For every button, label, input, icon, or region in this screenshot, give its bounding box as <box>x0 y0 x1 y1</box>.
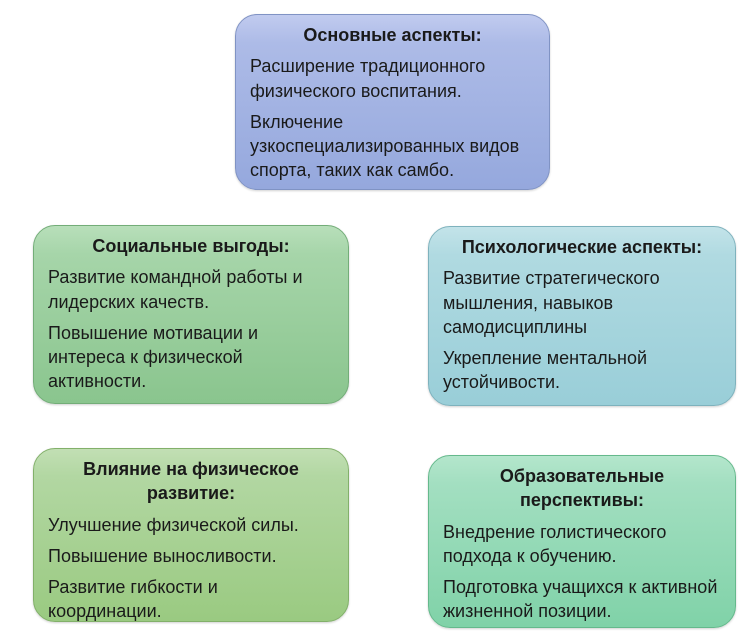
card-paragraph: Улучшение физической силы. <box>48 514 299 535</box>
card-paragraph: Развитие гибкости и координации. <box>48 577 218 622</box>
card-paragraph: Включение узкоспециализированных видов с… <box>250 111 520 181</box>
card-paragraph: Повышение выносливости. <box>48 545 277 566</box>
card-paragraph: Повышение мотивации и интереса к физичес… <box>48 322 259 392</box>
card-title: Влияние на физическое развитие: <box>83 459 299 504</box>
card-educational-perspectives: Образовательные перспективы: Внедрение г… <box>428 455 736 628</box>
card-paragraph: Развитие командной работы и лидерских ка… <box>48 267 303 312</box>
card-paragraph: Расширение традиционного физического вос… <box>250 56 486 101</box>
card-paragraph: Развитие стратегического мышления, навык… <box>443 268 660 337</box>
card-paragraph: Внедрение голистического подхода к обуче… <box>443 521 667 566</box>
card-paragraph: Подготовка учащихся к активной жизненной… <box>443 577 718 622</box>
card-title: Психологические аспекты: <box>461 237 703 257</box>
card-paragraph: Укрепление ментальной устойчивости. <box>443 348 648 393</box>
card-title: Основные аспекты: <box>303 25 482 45</box>
card-main-aspects: Основные аспекты: Расширение традиционно… <box>235 14 550 190</box>
card-physical-development: Влияние на физическое развитие: Улучшени… <box>33 448 349 622</box>
card-social-benefits: Социальные выгоды: Развитие командной ра… <box>33 225 349 404</box>
card-title: Образовательные перспективы: <box>499 466 665 511</box>
card-psychological-aspects: Психологические аспекты: Развитие страте… <box>428 226 736 406</box>
card-title: Социальные выгоды: <box>92 236 290 256</box>
